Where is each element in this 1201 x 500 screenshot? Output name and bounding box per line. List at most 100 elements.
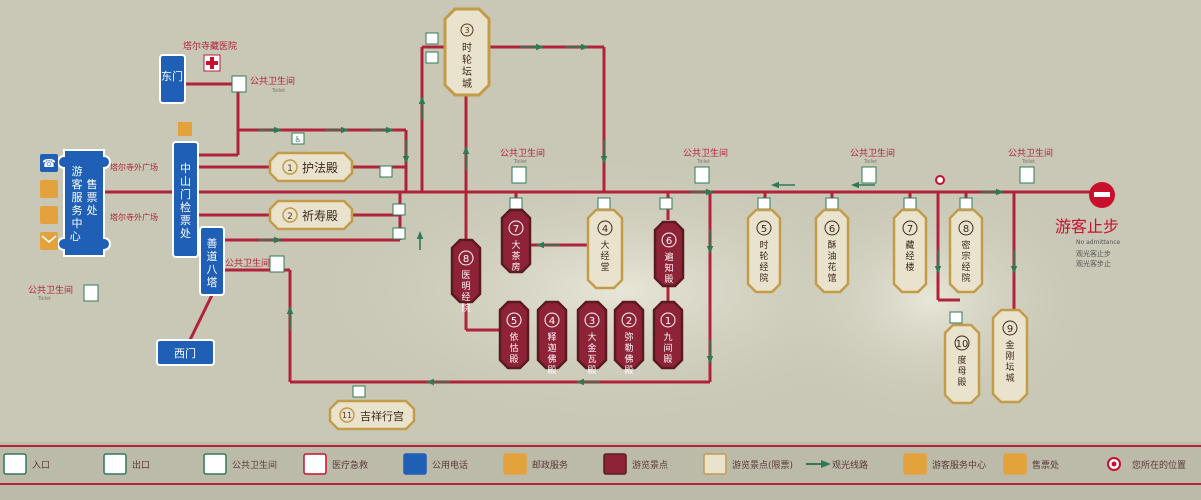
cream-hall-icon xyxy=(703,453,727,475)
toilet-icon xyxy=(903,197,917,210)
toilet-label-en: Toilet xyxy=(37,296,51,302)
you-are-here-icon xyxy=(935,175,945,185)
toilet-icon xyxy=(203,453,227,475)
entrance-icon xyxy=(3,453,27,475)
hall-butter-flower-museum[interactable]: 6 酥油花馆 xyxy=(814,208,850,294)
legend-item: 出口 xyxy=(103,453,150,475)
hall-name: 酥油花馆 xyxy=(827,240,836,284)
plaza-label: 塔尔寺外广场 xyxy=(110,162,158,172)
stop-line2: 观光客止步 xyxy=(1076,249,1111,258)
info-people-icon xyxy=(178,122,192,136)
svg-text:善道八塔: 善道八塔 xyxy=(207,236,218,289)
legend-item: 公用电话 xyxy=(403,453,468,475)
toilet-icon xyxy=(959,197,973,210)
legend-label: 游览景点(限票) xyxy=(732,459,793,471)
legend-label: 医疗急救 xyxy=(332,459,368,471)
mail-icon xyxy=(40,232,58,250)
legend-label: 观光线路 xyxy=(832,459,868,471)
svg-text:♿: ♿ xyxy=(294,135,301,144)
svg-text:1: 1 xyxy=(287,164,293,174)
legend-item: 观光线路 xyxy=(806,459,868,471)
toilet-icon xyxy=(757,197,771,210)
toilet-label-en: Toilet xyxy=(696,159,710,165)
middle-gate[interactable]: 中山门检票处 xyxy=(172,141,199,258)
middle-gate-label: 中山门检票处 xyxy=(180,162,191,240)
hall-name: 度母殿 xyxy=(957,354,966,388)
hall-number: 8 xyxy=(963,224,969,235)
hospital-label: 塔尔寺藏医院 xyxy=(183,40,237,52)
hall-name: 弥勒佛殿 xyxy=(624,331,633,376)
hall-protector[interactable]: 1 护法殿 xyxy=(268,151,354,183)
toilet-label-cn: 公共卫生间 xyxy=(250,75,295,87)
exit-icon xyxy=(103,453,127,475)
hall-name: 时轮经院 xyxy=(759,239,768,284)
toilet-icon xyxy=(425,51,439,64)
toilet-label-cn: 公共卫生间 xyxy=(850,147,895,159)
hall-name: 藏经楼 xyxy=(905,239,914,273)
hall-number: 6 xyxy=(829,224,835,235)
hall-name: 大金瓦殿 xyxy=(587,331,596,376)
svg-text:时轮坛城: 时轮坛城 xyxy=(462,42,472,90)
west-gate-label: 西门 xyxy=(174,346,196,360)
hall-number: 4 xyxy=(549,316,555,327)
hall-number: 6 xyxy=(666,236,672,247)
legend-label: 入口 xyxy=(32,460,50,471)
toilet-icon xyxy=(659,197,673,210)
west-gate[interactable]: 西门 xyxy=(156,339,215,366)
route-arrows xyxy=(258,43,1018,386)
toilet-icon: ♿ xyxy=(291,132,305,145)
toilet-icon xyxy=(269,255,285,273)
east-gate[interactable]: 东门 xyxy=(159,54,186,104)
hall-kalachakra-mandala-top[interactable]: 3 时轮坛城 xyxy=(443,7,491,97)
hall-auspicious-palace[interactable]: 11 吉祥行宫 xyxy=(328,399,416,431)
red-hall-icon xyxy=(603,453,627,475)
hall-name: 金刚坛城 xyxy=(1005,339,1014,384)
toilet-icon xyxy=(231,75,247,93)
toilet-icon xyxy=(392,227,406,240)
hall-vajra-mandala[interactable]: 9 金刚坛城 xyxy=(991,308,1029,404)
handshake-icon xyxy=(40,206,58,224)
hall-longevity[interactable]: 2 祈寿殿 xyxy=(268,199,354,231)
background-wash xyxy=(760,170,1100,430)
hall-name: 依怙殿 xyxy=(509,331,518,365)
shandao-stupa[interactable]: 善道八塔 xyxy=(199,226,225,296)
mail-icon xyxy=(503,453,527,475)
legend-label: 游客服务中心 xyxy=(932,459,986,471)
plaza-labels: 塔尔寺外广场 塔尔寺外广场 xyxy=(110,162,158,222)
toilet-icon xyxy=(392,203,406,216)
phone-icon xyxy=(40,154,58,172)
legend-label: 您所在的位置 xyxy=(1132,459,1186,471)
svg-text:3: 3 xyxy=(464,26,469,35)
hall-name: 九间殿 xyxy=(663,332,672,365)
phone-icon xyxy=(403,453,427,475)
hall-name: 吉祥行宫 xyxy=(360,409,404,423)
svg-text:游客服务中心 售票处: 游客服务中心 售票处 xyxy=(70,165,98,243)
medical-icon xyxy=(303,453,327,475)
stop-title: 游客止步 xyxy=(1055,217,1119,236)
toilet-label-cn: 公共卫生间 xyxy=(683,147,728,159)
hall-name: 医明经院 xyxy=(461,270,470,314)
hall-name: 祈寿殿 xyxy=(302,209,338,223)
legend-item: 售票处 xyxy=(1003,453,1059,475)
service-center-icon xyxy=(903,453,927,475)
stop-line3: 观光客步止 xyxy=(1076,259,1111,268)
visitor-center[interactable]: 游客服务中心 售票处 xyxy=(57,149,111,257)
legend-label: 游览景点 xyxy=(632,459,668,471)
hall-number: 9 xyxy=(1007,324,1013,335)
toilet-label-en: Toilet xyxy=(271,88,285,94)
legend-item: 游览景点(限票) xyxy=(703,453,793,475)
